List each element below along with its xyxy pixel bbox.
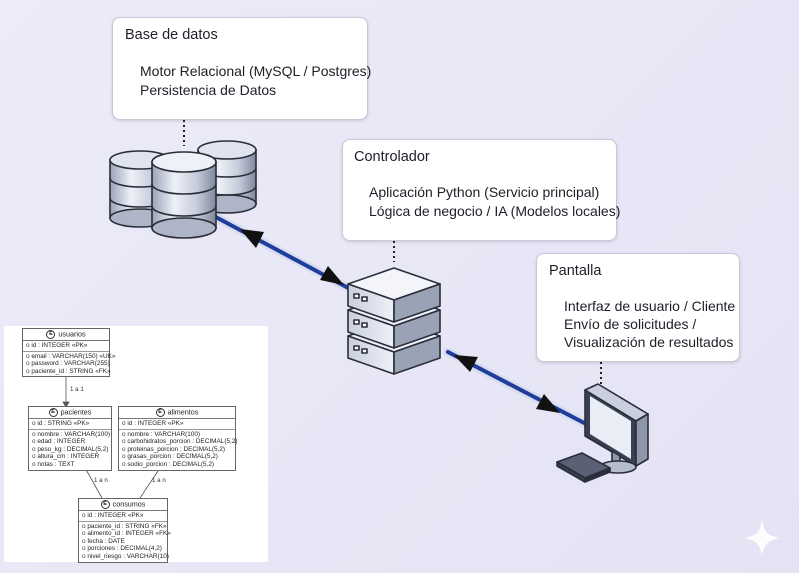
attr-row: nivel_riesgo : VARCHAR(10) — [82, 553, 169, 561]
entity-alimentos-name: alimentos — [167, 407, 199, 417]
attr-row: id : STRING «PK» — [32, 420, 108, 428]
attr-row: notas : TEXT — [32, 461, 108, 469]
entity-pacientes-attrs: nombre : VARCHAR(100) edad : INTEGER pes… — [29, 430, 111, 470]
rel-arrow-usuarios-pacientes — [62, 401, 70, 408]
monitor-icon — [584, 383, 649, 474]
entity-consumos-attrs: paciente_id : STRING «FK» alimento_id : … — [79, 522, 170, 562]
entity-usuarios-attrs: email : VARCHAR(150) «UK» password : VAR… — [23, 352, 115, 377]
arrowhead-to-screen — [536, 394, 560, 413]
rel-line-alimentos-consumos — [139, 467, 161, 499]
arrowhead-to-controller-2 — [454, 355, 478, 372]
attr-row: peso_kg : DECIMAL(5,2) — [32, 446, 108, 454]
attr-row: id : INTEGER «PK» — [82, 512, 164, 520]
callout-pantalla: Pantalla Interfaz de usuario / Cliente E… — [536, 253, 740, 362]
rel-label-pacientes-consumos: 1 a n — [94, 477, 108, 484]
entity-icon: E — [155, 408, 165, 417]
entity-usuarios-name: usuarios — [58, 329, 86, 339]
link-db-controller — [207, 210, 357, 295]
entity-pacientes-pk: id : STRING «PK» — [29, 419, 111, 430]
entity-icon: E — [46, 330, 56, 339]
callout-ctrl-line-2: Lógica de negocio / IA (Modelos locales) — [369, 203, 621, 219]
attr-row: sodio_porcion : DECIMAL(5,2) — [122, 461, 232, 469]
arrowhead-to-controller — [320, 266, 344, 285]
rel-line-pacientes-consumos — [83, 465, 103, 499]
database-cluster-icon — [109, 140, 257, 239]
attr-row: paciente_id : STRING «FK» — [26, 368, 110, 376]
sparkle-icon — [744, 520, 780, 556]
keyboard-icon — [556, 452, 611, 483]
callout-db-line-2: Persistencia de Datos — [140, 82, 277, 98]
attr-row: proteinas_porcion : DECIMAL(5,2) — [122, 446, 232, 454]
entity-icon: E — [48, 408, 58, 417]
attr-row: nombre : VARCHAR(100) — [32, 431, 110, 439]
callout-screen-line-3: Visualización de resultados — [564, 334, 734, 350]
entity-icon: E — [100, 500, 110, 509]
leader-lines — [183, 120, 602, 390]
attr-row: email : VARCHAR(150) «UK» — [26, 353, 115, 361]
entity-consumos-name: consumos — [112, 499, 146, 509]
callout-ctrl-title: Controlador — [354, 149, 430, 165]
database-center — [151, 151, 217, 239]
attr-row: id : INTEGER «PK» — [122, 420, 232, 428]
attr-row: grasas_porcion : DECIMAL(5,2) — [122, 453, 232, 461]
link-controller-screen — [443, 347, 593, 430]
entity-usuarios-pk: id : INTEGER «PK» — [23, 341, 109, 352]
entity-alimentos-pk: id : INTEGER «PK» — [119, 419, 235, 430]
attr-row: porciones : DECIMAL(4,2) — [82, 545, 164, 553]
callout-ctrl-line-1: Aplicación Python (Servicio principal) — [369, 184, 600, 200]
callout-screen-line-2: Envío de solicitudes / — [564, 316, 697, 332]
attr-row: password : VARCHAR(255) — [26, 360, 109, 368]
callout-controlador: Controlador Aplicación Python (Servicio … — [342, 139, 621, 241]
callout-screen-line-1: Interfaz de usuario / Cliente — [564, 298, 736, 314]
server-unit-top — [347, 267, 441, 323]
attr-row: carbohidratos_porcion : DECIMAL(5,2) — [122, 438, 237, 446]
attr-row: paciente_id : STRING «FK» — [82, 523, 166, 531]
callout-db-title: Base de datos — [125, 27, 218, 43]
entity-pacientes-name: pacientes — [60, 407, 92, 417]
attr-row: edad : INTEGER — [32, 438, 108, 446]
callout-base-de-datos: Base de datos Motor Relacional (MySQL / … — [112, 17, 372, 120]
callout-db-line-1: Motor Relacional (MySQL / Postgres) — [140, 63, 372, 79]
callout-screen-title: Pantalla — [549, 263, 602, 279]
rel-label-usuarios-pacientes: 1 a 1 — [70, 386, 84, 393]
attr-row: alimento_id : INTEGER «FK» — [82, 530, 170, 538]
attr-row: nombre : VARCHAR(100) — [122, 431, 232, 439]
attr-row: id : INTEGER «PK» — [26, 342, 106, 350]
server-stack-icon — [347, 267, 441, 375]
entity-alimentos-attrs: nombre : VARCHAR(100) carbohidratos_porc… — [119, 430, 237, 470]
arrowhead-to-db — [240, 229, 264, 248]
entity-consumos-pk: id : INTEGER «PK» — [79, 511, 167, 522]
attr-row: fecha : DATE — [82, 538, 164, 546]
rel-label-alimentos-consumos: 1 a n — [152, 477, 166, 484]
attr-row: altura_cm : INTEGER — [32, 453, 108, 461]
